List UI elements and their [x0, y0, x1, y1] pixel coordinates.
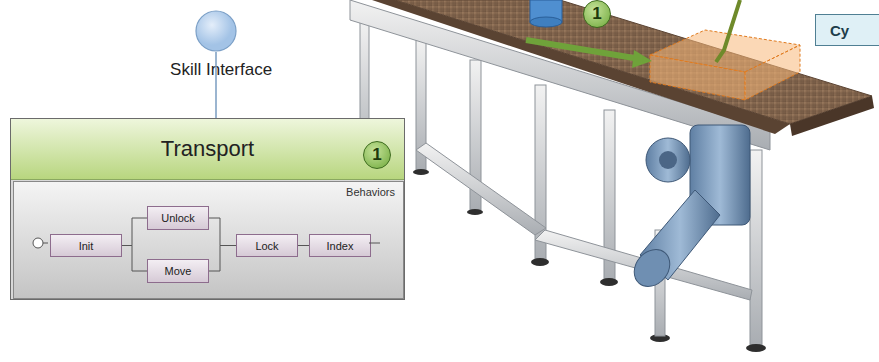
callout-number: 1 [583, 0, 611, 28]
leader-line [716, 0, 740, 62]
node-text: Index [327, 240, 354, 252]
behavior-box: Index [309, 234, 371, 257]
node-text: Transport [161, 136, 254, 162]
workpiece-cylinder [530, 0, 562, 27]
skill-interface-circle: Skill Interface [195, 10, 237, 52]
flow-line [369, 243, 380, 244]
behavior-box: Move [147, 259, 209, 283]
behaviors-panel: BehaviorsInit UnlockMove Lock Index [13, 181, 404, 299]
connector [122, 218, 147, 246]
node-text: Lock [255, 240, 278, 252]
behavior-box: Lock [236, 234, 298, 257]
connector [122, 246, 147, 272]
flow-arrow [526, 40, 652, 68]
skill-box: TransportBehaviorsInit UnlockMove Lock Inde… [10, 118, 405, 300]
circle-shape [196, 11, 236, 51]
connector [298, 245, 309, 246]
callout-number: 1 [363, 141, 391, 169]
belt-end [790, 96, 874, 136]
node-text: Skill Interface [170, 60, 272, 80]
gear-motor [627, 125, 750, 294]
behavior-box: Init [50, 234, 122, 257]
connector [209, 218, 236, 246]
node-text: Behaviors [346, 186, 395, 198]
node-text: Move [165, 265, 192, 277]
connector [209, 246, 236, 272]
node-text: Init [79, 240, 94, 252]
callout-box: Cy [815, 14, 879, 46]
node-text: Cy [830, 22, 849, 39]
connector [215, 52, 217, 118]
node-text: Unlock [161, 212, 195, 224]
flow-line [43, 243, 48, 244]
belt-surface [395, 0, 872, 124]
skill-header: Transport [11, 119, 404, 180]
circle-outline [195, 10, 237, 52]
behavior-box: Unlock [147, 206, 209, 230]
start-terminal [33, 238, 43, 248]
